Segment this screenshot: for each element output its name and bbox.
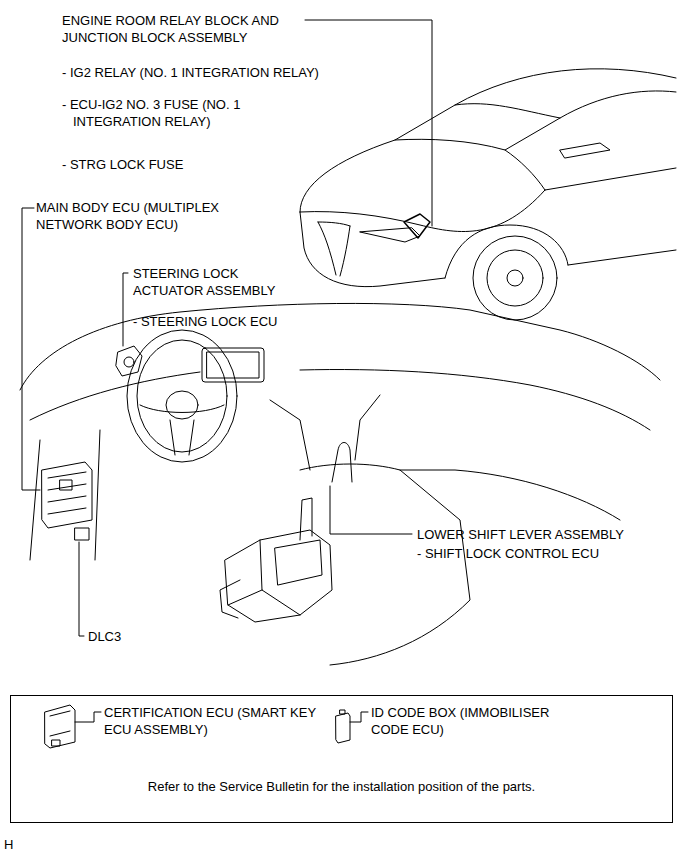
ecu-name: ID CODE BOX (IMMOBILISER CODE ECU): [371, 704, 586, 738]
ecu-icons: [45, 705, 350, 748]
car-drawing: [300, 69, 676, 320]
dashboard-drawing: [20, 303, 660, 665]
part-item: - ECU-IG2 NO. 3 FUSE (NO. 1 INTEGRATION …: [62, 96, 313, 130]
part-item: - STRG LOCK FUSE: [62, 156, 313, 173]
part-item: - SHIFT LOCK CONTROL ECU: [417, 545, 688, 562]
part-name: MAIN BODY ECU (MULTIPLEX NETWORK BODY EC…: [36, 199, 241, 233]
part-name: ENGINE ROOM RELAY BLOCK AND JUNCTION BLO…: [62, 12, 302, 46]
steering-lock-actuator-drawing: [116, 346, 142, 376]
part-item: - IG2 RELAY (NO. 1 INTEGRATION RELAY): [62, 64, 403, 81]
note-box: CERTIFICATION ECU (SMART KEY ECU ASSEMBL…: [10, 695, 673, 823]
note-text: Refer to the Service Bulletin for the in…: [21, 778, 662, 795]
main-body-ecu-drawing: [42, 462, 92, 540]
figure-code: H: [4, 836, 34, 853]
part-name: LOWER SHIFT LEVER ASSEMBLY: [417, 526, 677, 543]
connector-name: DLC3: [88, 628, 168, 645]
lower-shift-lever-drawing: [220, 498, 332, 622]
part-name: STEERING LOCK ACTUATOR ASSEMBLY: [133, 265, 293, 299]
part-item: - STEERING LOCK ECU: [133, 313, 344, 330]
ecu-name: CERTIFICATION ECU (SMART KEY ECU ASSEMBL…: [104, 704, 319, 738]
leader-lines: [22, 20, 432, 722]
